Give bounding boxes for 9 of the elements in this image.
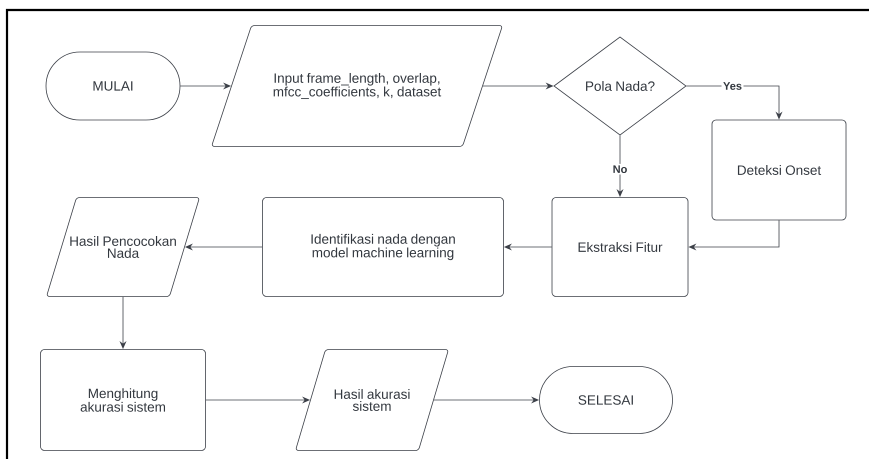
process-box: Ekstraksi Fitur <box>552 197 688 297</box>
data-parallelogram: Input frame_length, overlap, mfcc_coefficients, k, dataset <box>212 25 502 147</box>
process-box: Menghitung akurasi sistem <box>40 349 206 451</box>
data-parallelogram: Hasil akurasi sistem <box>296 349 448 451</box>
process-box: Identifikasi nada dengan model machine learning <box>262 197 504 297</box>
edge-label: No <box>611 164 629 175</box>
process-box: Deteksi Onset <box>712 120 846 220</box>
edge-label: Yes <box>722 80 744 92</box>
data-parallelogram: Hasil Pencocokan Nada <box>46 197 200 297</box>
